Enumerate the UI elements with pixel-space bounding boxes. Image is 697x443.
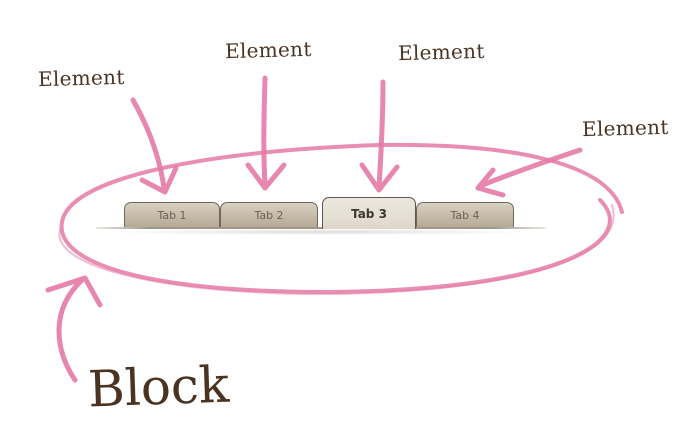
callout-label-3: Element xyxy=(397,38,485,66)
callout-label-2: Element xyxy=(224,36,312,64)
callout-label-1: Element xyxy=(37,64,125,92)
tab-1-label: Tab 1 xyxy=(157,208,187,222)
block-ellipse xyxy=(59,142,624,294)
block-ellipse-overdraw xyxy=(58,204,615,296)
tab-2-label: Tab 2 xyxy=(254,208,284,222)
tab-4-label: Tab 4 xyxy=(450,208,480,222)
arrow-to-tab-1 xyxy=(130,97,179,195)
tab-2[interactable]: Tab 2 xyxy=(220,202,318,227)
arrow-to-tab-4 xyxy=(475,147,583,198)
tab-bar: Tab 1 Tab 2 Tab 4 Tab 3 xyxy=(96,193,546,235)
arrow-to-block xyxy=(45,275,103,383)
callout-label-4: Element xyxy=(581,114,669,142)
arrow-to-tab-3 xyxy=(359,79,400,193)
arrow-to-tab-2 xyxy=(245,75,287,191)
tab-bar-baseline xyxy=(96,227,546,229)
tab-bar-shadow xyxy=(106,229,536,235)
tab-3[interactable]: Tab 3 xyxy=(322,197,416,229)
tab-1[interactable]: Tab 1 xyxy=(124,202,220,227)
tab-4[interactable]: Tab 4 xyxy=(416,202,514,227)
block-label: Block xyxy=(87,355,231,419)
tab-3-label: Tab 3 xyxy=(351,206,387,221)
